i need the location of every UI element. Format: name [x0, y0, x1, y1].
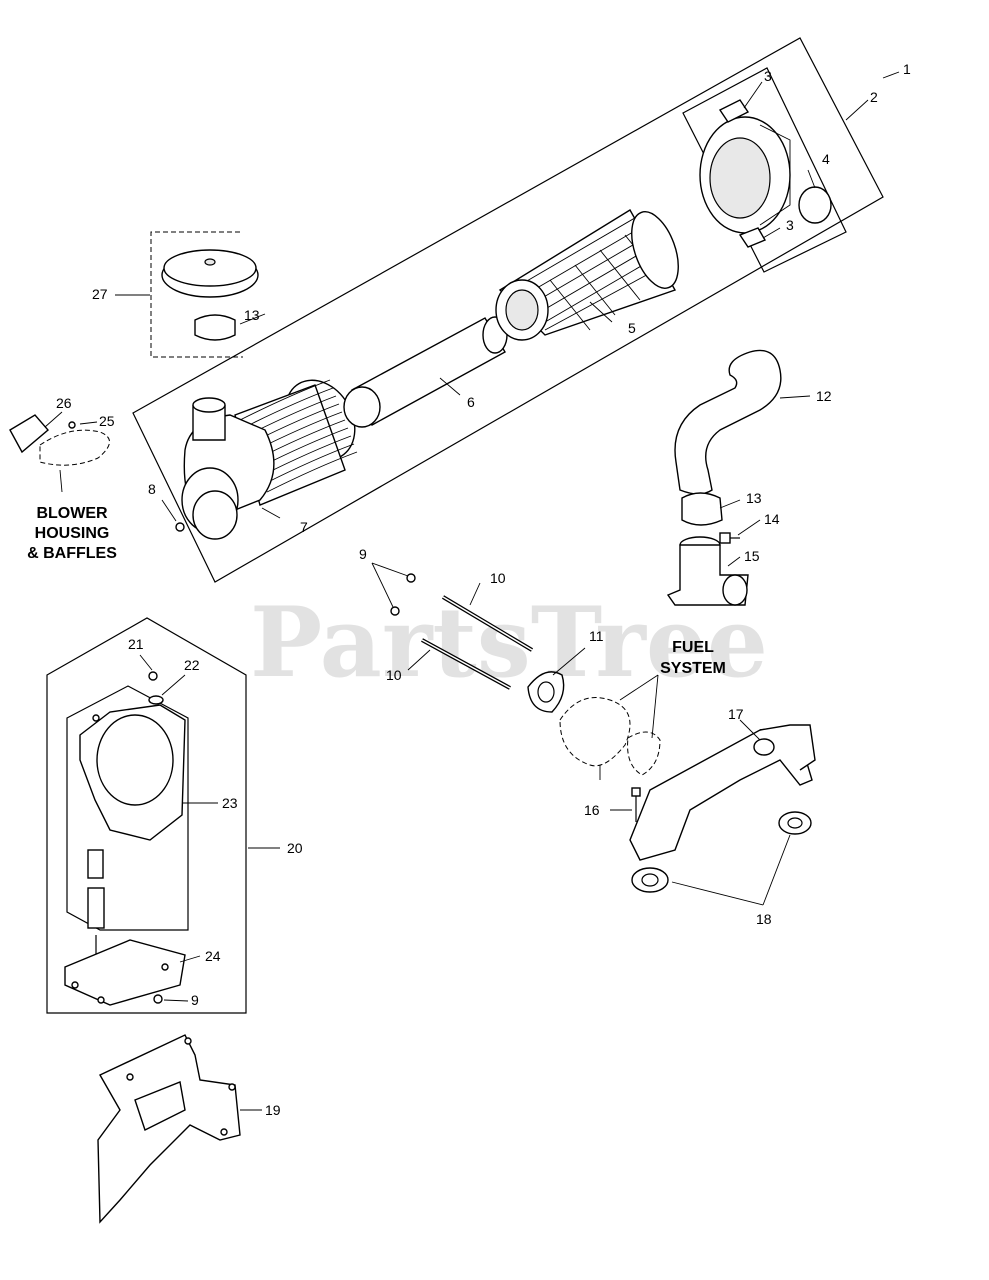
callout-4: 4	[822, 151, 830, 167]
callout-10b: 10	[386, 667, 402, 683]
inner-element	[343, 316, 508, 428]
callout-23: 23	[222, 795, 238, 811]
blower-note-line2: HOUSING	[35, 525, 110, 542]
nut-8	[175, 522, 185, 532]
callout-20: 20	[287, 840, 303, 856]
callout-14: 14	[764, 511, 780, 527]
air-cleaner-cover	[699, 99, 832, 248]
washer-22	[148, 695, 164, 705]
callout-21: 21	[128, 636, 144, 652]
callout-24: 24	[205, 948, 221, 964]
intake-elbow	[666, 536, 749, 606]
callout-3b: 3	[786, 217, 794, 233]
carburetor-fuel-system	[559, 697, 661, 780]
callout-2: 2	[870, 89, 878, 105]
callout-25: 25	[99, 413, 115, 429]
air-cleaner-assembly-outline	[132, 37, 884, 583]
leader-lines	[44, 71, 900, 1111]
blower-note-line3: & BAFFLES	[27, 545, 117, 562]
air-cleaner-base	[181, 379, 358, 540]
intake-manifold	[629, 724, 816, 893]
callout-16: 16	[584, 802, 600, 818]
bracket-24	[64, 939, 186, 1006]
intake-hose	[674, 349, 782, 495]
hose-clamp	[681, 492, 723, 526]
callout-22: 22	[184, 657, 200, 673]
blower-note-line1: BLOWER	[36, 505, 108, 522]
callout-18: 18	[756, 911, 772, 927]
gasket-11	[527, 671, 565, 713]
shroud-23	[79, 704, 186, 841]
callout-3a: 3	[764, 68, 772, 84]
callout-12: 12	[816, 388, 832, 404]
callout-13b: 13	[746, 490, 762, 506]
fuel-note-line2: SYSTEM	[660, 660, 726, 677]
callout-10a: 10	[490, 570, 506, 586]
bolt-16	[631, 787, 641, 822]
callout-13a: 13	[244, 307, 260, 323]
callout-1: 1	[903, 61, 911, 77]
callout-26: 26	[56, 395, 72, 411]
callout-11: 11	[589, 628, 604, 644]
callout-19: 19	[265, 1102, 281, 1118]
callout-15: 15	[744, 548, 760, 564]
callout-6: 6	[467, 394, 475, 410]
bracket-assembly-outline	[46, 617, 247, 1014]
baffle-19	[97, 1034, 241, 1224]
precleaner-cap	[161, 249, 259, 341]
studs	[421, 595, 534, 690]
precleaner-outline	[150, 231, 243, 358]
blower-housing-note: BLOWER HOUSING & BAFFLES	[27, 505, 117, 562]
callout-8: 8	[148, 481, 156, 497]
outer-element	[495, 209, 679, 341]
callout-7: 7	[300, 519, 308, 535]
fuel-note-line1: FUEL	[672, 639, 714, 656]
callout-9a: 9	[359, 546, 367, 562]
callout-9b: 9	[191, 992, 199, 1008]
callout-17: 17	[728, 706, 744, 722]
screw-14	[719, 532, 740, 544]
callout-5: 5	[628, 320, 636, 336]
callout-27: 27	[92, 286, 108, 302]
screw-21	[148, 671, 158, 681]
callout-labels: 1 2 3 4 3 5 6 7 8 9 10 10 11 12 13 13 14…	[56, 61, 911, 1118]
nut-9b	[390, 606, 400, 616]
blower-housing-parts	[9, 414, 110, 466]
nut-9c	[153, 994, 163, 1004]
nut-9a	[406, 573, 416, 583]
fuel-system-note: FUEL SYSTEM	[660, 639, 726, 677]
